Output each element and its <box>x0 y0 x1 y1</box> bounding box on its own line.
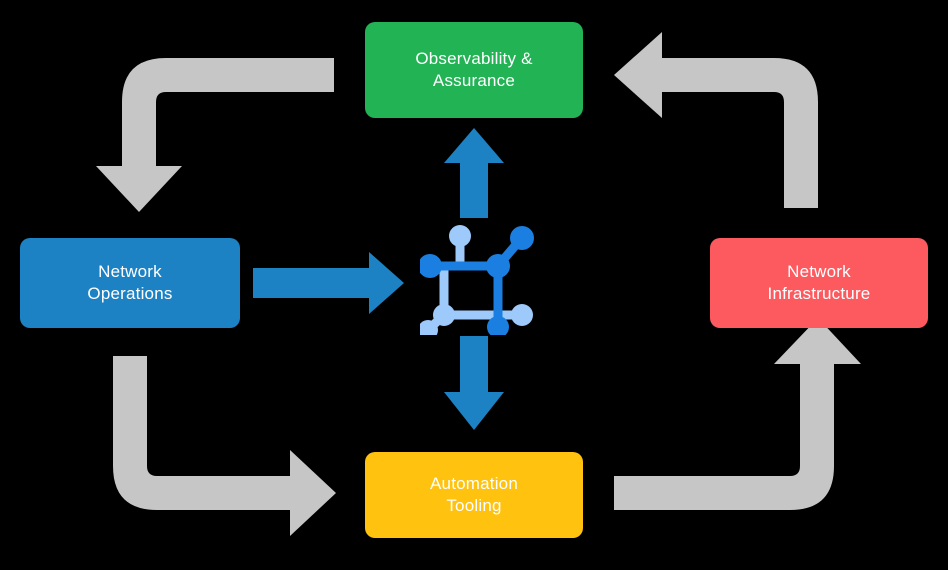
mesh-node <box>486 254 510 278</box>
mesh-node <box>510 226 534 250</box>
mesh-node <box>433 304 455 326</box>
box-automation-tooling-label: Automation Tooling <box>430 473 518 515</box>
box-observability-assurance[interactable]: Observability & Assurance <box>365 22 583 118</box>
flow-arrow-center-to-automation <box>444 336 504 430</box>
cycle-arrow-automation-to-infrastructure <box>614 318 861 510</box>
mesh-node <box>420 254 442 278</box>
box-network-infrastructure[interactable]: Network Infrastructure <box>710 238 928 328</box>
cycle-arrow-observability-to-operations <box>96 58 334 212</box>
box-network-operations-label: Network Operations <box>87 261 173 303</box>
box-network-operations[interactable]: Network Operations <box>20 238 240 328</box>
network-mesh-icon <box>420 225 534 335</box>
box-network-infrastructure-label: Network Infrastructure <box>767 261 871 303</box>
cycle-arrow-operations-to-automation <box>113 356 336 536</box>
cycle-arrow-infrastructure-to-observability <box>614 32 818 208</box>
mesh-node <box>511 304 533 326</box>
mesh-node <box>487 316 509 335</box>
mesh-node <box>449 225 471 247</box>
box-observability-assurance-label: Observability & Assurance <box>415 48 533 90</box>
box-automation-tooling[interactable]: Automation Tooling <box>365 452 583 538</box>
flow-arrow-center-to-observability <box>444 128 504 218</box>
mesh-node <box>420 320 438 335</box>
flow-arrow-ops-to-center <box>253 252 404 314</box>
